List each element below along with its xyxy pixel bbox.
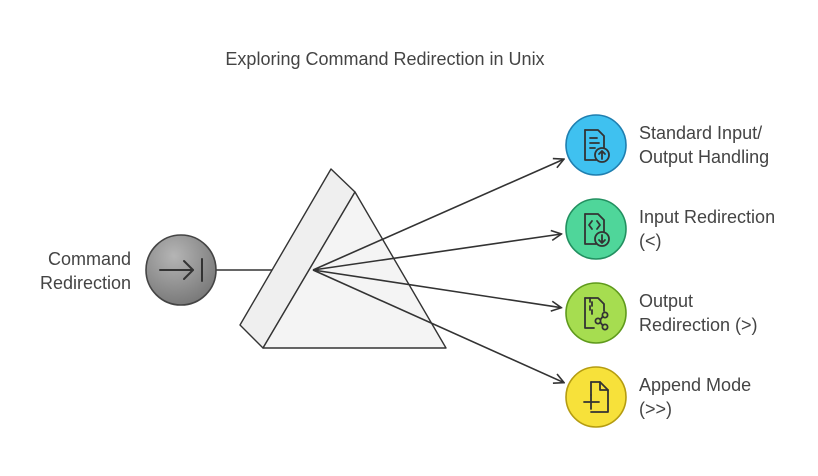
output-label-append-mode: Append Mode (>>) (639, 373, 814, 421)
prism (239, 168, 447, 349)
output-label-standard-io: Standard Input/ Output Handling (639, 121, 814, 169)
output-nodes (565, 114, 627, 428)
output-label-output-redirection: Output Redirection (>) (639, 289, 814, 337)
output-beams (312, 159, 564, 383)
output-node-circle (565, 366, 627, 428)
output-label-line: Input Redirection (639, 207, 776, 227)
output-node (565, 282, 627, 344)
document-upload-icon (584, 129, 610, 163)
output-beam-arrow (312, 269, 564, 383)
source-label-line-2: Redirection (39, 273, 131, 293)
output-node (565, 114, 627, 176)
output-label-line: Standard Input/ (639, 123, 763, 143)
output-label-line: Append Mode (639, 375, 752, 395)
archive-share-icon (584, 297, 609, 331)
output-beam-arrow (312, 159, 564, 271)
source-label-line-1: Command (47, 249, 131, 269)
output-node (565, 366, 627, 428)
diagram-title: Exploring Command Redirection in Unix (225, 49, 545, 69)
arrow-to-bar-icon (159, 258, 203, 282)
output-beam-arrow (312, 234, 561, 271)
output-label-line: (<) (639, 231, 662, 251)
file-plus-icon (583, 381, 609, 413)
output-beam-arrow (312, 269, 561, 308)
output-label-line: (>>) (639, 399, 673, 419)
source-node (145, 234, 217, 306)
source-label: Command Redirection (18, 247, 131, 295)
output-label-input-redirection: Input Redirection (<) (639, 205, 814, 253)
output-label-line: Output (639, 291, 694, 311)
output-label-line: Redirection (>) (639, 315, 758, 335)
output-node-circle (565, 282, 627, 344)
output-label-line: Output Handling (639, 147, 770, 167)
code-download-icon (584, 213, 610, 247)
output-node (565, 198, 627, 260)
output-node-circle (565, 114, 627, 176)
output-node-circle (565, 198, 627, 260)
